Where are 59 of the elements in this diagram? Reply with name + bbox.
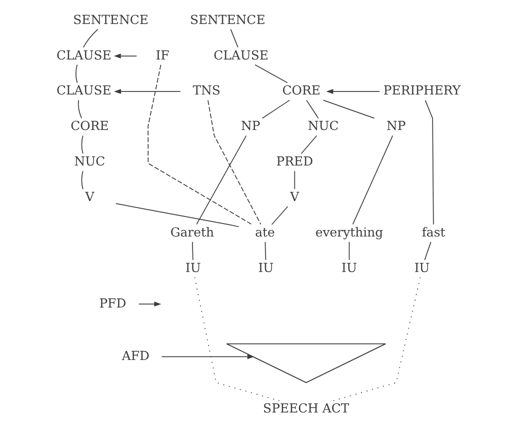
node-text: PRED (276, 154, 314, 169)
connector (271, 206, 288, 225)
node-text: CORE (282, 82, 320, 98)
connector (254, 64, 288, 84)
connector (262, 100, 290, 119)
arrow (114, 54, 138, 58)
node-text: IU (185, 260, 201, 275)
connector (306, 100, 319, 119)
connector (194, 276, 280, 402)
connector (82, 28, 98, 48)
connector (332, 276, 421, 402)
node-text: PERIPHERY (383, 82, 461, 98)
connector (115, 203, 240, 228)
node-text: IF (156, 47, 170, 62)
node-text: IU (414, 260, 430, 275)
arrow (326, 89, 380, 94)
connector (352, 135, 394, 225)
node-text: everything (315, 224, 384, 240)
arrow (138, 302, 162, 307)
node-text: SPEECH ACT (263, 400, 350, 416)
node-text: NUC (74, 154, 106, 169)
connector (230, 28, 238, 48)
connector (76, 64, 78, 84)
connector (424, 242, 432, 260)
connector (300, 135, 318, 154)
node-text: ate (255, 224, 275, 240)
node-text: SENTENCE (73, 12, 148, 27)
node-text: NP (386, 118, 406, 134)
node-text: AFD (122, 348, 150, 363)
node-text: SENTENCE (190, 12, 266, 27)
node-text: CLAUSE (56, 47, 112, 62)
node-text: Gareth (170, 224, 214, 240)
connector (148, 64, 252, 225)
connector (192, 242, 194, 260)
node-text: IU (258, 260, 274, 275)
connector (264, 242, 266, 260)
arrow (161, 354, 254, 360)
node-text: V (290, 189, 300, 204)
node-text: CLAUSE (214, 47, 268, 62)
node-text: CLAUSE (56, 82, 112, 98)
connector (348, 242, 350, 260)
connector (208, 100, 262, 225)
node-text: CORE (70, 118, 109, 134)
node-triangle (226, 343, 386, 384)
node-text: fast (422, 224, 446, 240)
node-text: TNS (192, 82, 220, 98)
node-text: IU (342, 260, 357, 275)
node-text: NUC (308, 118, 339, 134)
connector (78, 100, 82, 119)
connector (196, 135, 247, 225)
connector (81, 135, 84, 154)
connector (424, 100, 434, 225)
connector (322, 100, 375, 119)
connector (294, 170, 296, 190)
node-text: NP (240, 118, 260, 134)
connector (81, 170, 84, 190)
arrow (114, 89, 181, 94)
node-text: V (85, 189, 94, 204)
node-text: PFD (99, 295, 126, 310)
